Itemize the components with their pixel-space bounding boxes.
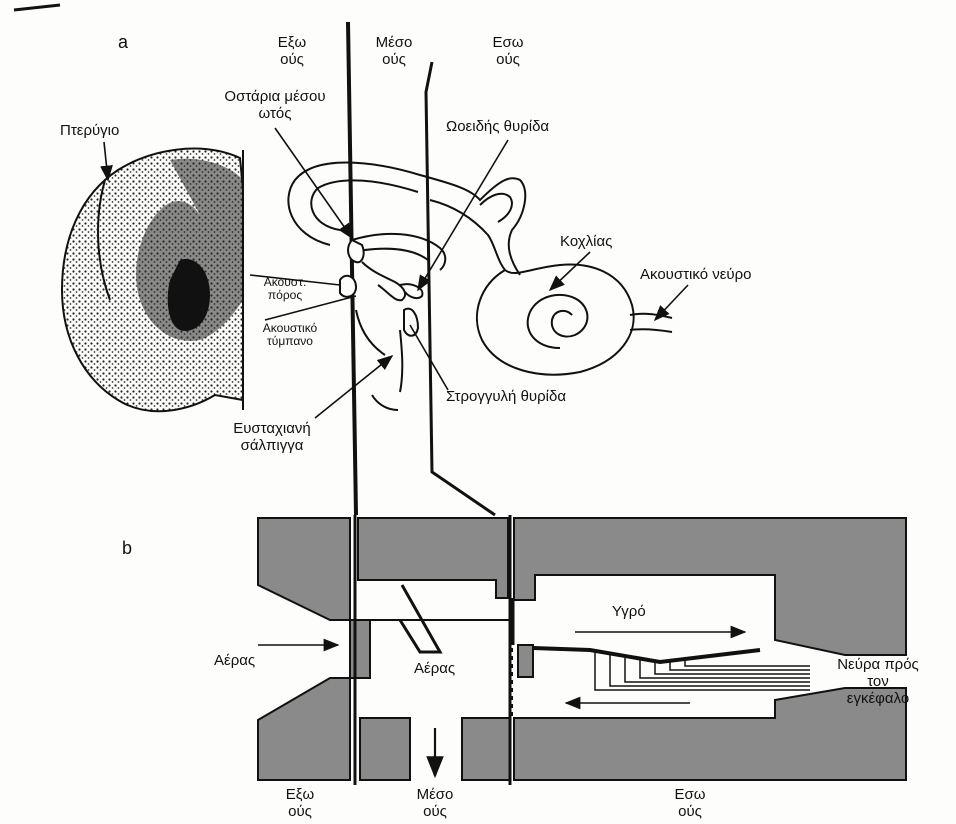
panel-label-b: b <box>122 540 132 557</box>
inner-ear-illustration <box>288 163 672 411</box>
scan-edge-mark <box>14 5 60 10</box>
label-pinna: Πτερύγιο <box>60 122 119 139</box>
zone-middle-bottom: Μέσο ούς <box>405 786 465 820</box>
schematic-model <box>258 515 906 785</box>
pinna-illustration <box>62 149 243 412</box>
label-eustachian-tube: Ευσταχιανή σάλπιγγα <box>212 420 332 454</box>
label-air-middle: Αέρας <box>414 660 455 677</box>
zone-outer-bottom: Εξω ούς <box>270 786 330 820</box>
label-air-outer: Αέρας <box>214 652 255 669</box>
label-round-window: Στρογγυλή θυρίδα <box>446 388 566 405</box>
label-ear-canal: Ακουστ. πόρος <box>252 276 318 302</box>
label-oval-window: Ωοειδής θυρίδα <box>446 118 549 135</box>
label-nerves-to-brain: Νεύρα πρός τον εγκέφαλο <box>812 656 944 707</box>
zone-inner-bottom: Εσω ούς <box>660 786 720 820</box>
label-fluid: Υγρό <box>612 603 646 620</box>
zone-outer-top: Εξω ούς <box>262 34 322 68</box>
zone-middle-top: Μέσο ούς <box>364 34 424 68</box>
label-ossicles: Οστάρια μέσου ωτός <box>190 88 360 122</box>
label-auditory-nerve: Ακουστικό νεύρο <box>640 266 751 283</box>
panel-label-a: a <box>118 34 128 51</box>
zone-inner-top: Εσω ούς <box>478 34 538 68</box>
label-cochlea: Κοχλίας <box>560 233 612 250</box>
label-eardrum: Ακουστικό τύμπανο <box>250 322 330 348</box>
